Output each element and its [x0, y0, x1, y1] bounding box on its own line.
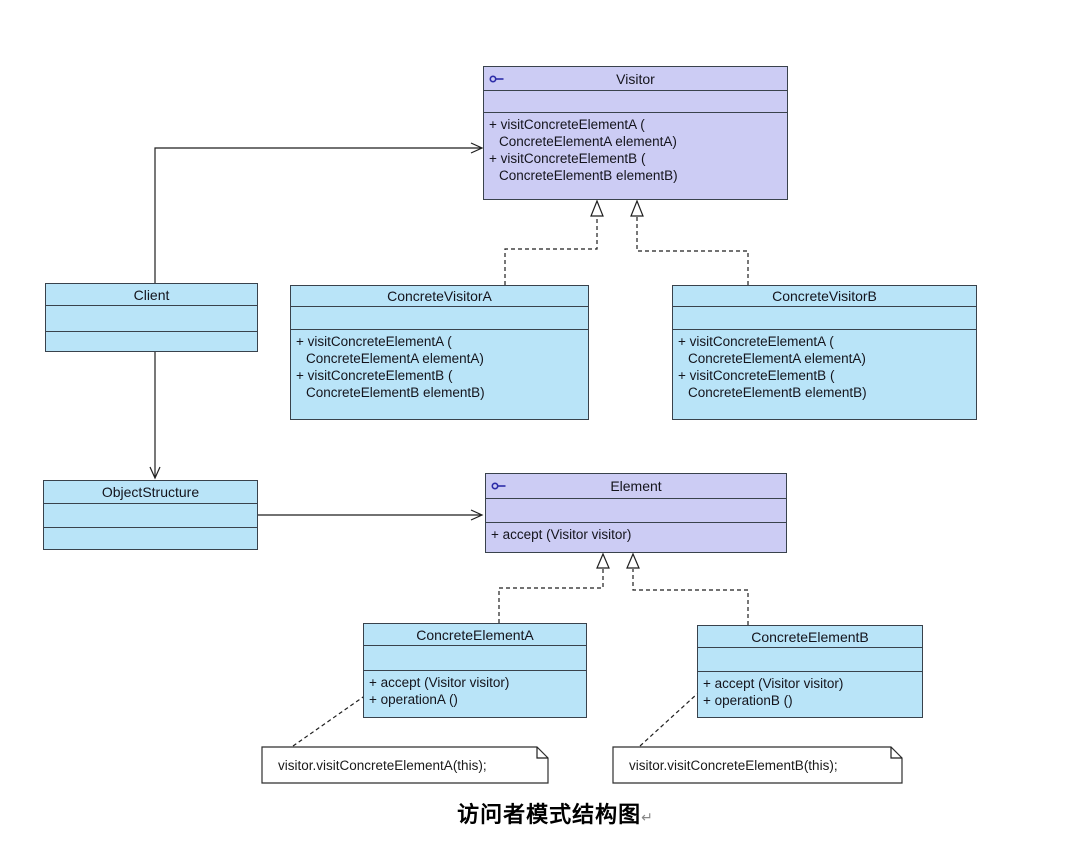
- class-title: Element: [610, 478, 662, 494]
- attributes-compartment: [673, 307, 976, 330]
- edge-note-b-anchor: [639, 693, 698, 747]
- class-title: ConcreteElementA: [416, 626, 534, 643]
- note-a: visitor.visitConcreteElementA(this);: [278, 757, 487, 773]
- class-box-objectstructure: ObjectStructure: [43, 480, 258, 550]
- diagram-caption: 访问者模式结构图↵: [380, 797, 730, 829]
- note-b-fold-corner: [890, 747, 902, 759]
- class-header: Client: [46, 284, 257, 306]
- class-header: ObjectStructure: [44, 481, 257, 504]
- note-b: visitor.visitConcreteElementB(this);: [629, 757, 838, 773]
- note-b-shape: [612, 746, 903, 784]
- class-box-concreteelementb: ConcreteElementB + accept (Visitor visit…: [697, 625, 923, 718]
- method-line: + accept (Visitor visitor): [369, 675, 510, 690]
- methods-compartment: [46, 332, 257, 335]
- class-header: Element: [486, 474, 786, 499]
- method-line: ConcreteElementB elementB): [306, 385, 485, 400]
- open-arrowhead: [149, 466, 161, 480]
- method-line: + visitConcreteElementA (: [296, 334, 452, 349]
- method-line: + visitConcreteElementB (: [678, 368, 835, 383]
- method-line: + accept (Visitor visitor): [491, 527, 632, 542]
- attributes-compartment: [698, 648, 922, 672]
- class-title: ConcreteVisitorA: [387, 288, 492, 304]
- class-header: ConcreteElementA: [364, 624, 586, 646]
- class-title: ConcreteElementB: [751, 628, 869, 645]
- hollow-triangle-arrowhead: [626, 552, 640, 569]
- class-box-visitor: Visitor + visitConcreteElementA ( Concre…: [483, 66, 788, 200]
- method-line: ConcreteElementB elementB): [688, 385, 867, 400]
- hollow-triangle-arrowhead: [596, 552, 610, 569]
- paragraph-return-mark: ↵: [641, 809, 653, 825]
- attributes-compartment: [46, 306, 257, 332]
- open-arrowhead: [470, 509, 484, 521]
- method-line: ConcreteElementA elementA): [306, 351, 484, 366]
- methods-compartment: + visitConcreteElementA ( ConcreteElemen…: [484, 113, 787, 184]
- class-header: ConcreteElementB: [698, 626, 922, 648]
- edge-client-visitor: [154, 147, 481, 283]
- class-header: ConcreteVisitorB: [673, 286, 976, 307]
- class-box-concreteelementa: ConcreteElementA + accept (Visitor visit…: [363, 623, 587, 718]
- method-line: + visitConcreteElementA (: [489, 117, 645, 132]
- caption-text: 访问者模式结构图: [457, 802, 642, 827]
- attributes-compartment: [484, 91, 787, 113]
- class-box-concretevisitorb: ConcreteVisitorB + visitConcreteElementA…: [672, 285, 977, 420]
- class-title: ObjectStructure: [101, 484, 200, 500]
- edge-concretevisitorb-visitor: [636, 217, 749, 285]
- hollow-triangle-arrowhead: [630, 199, 644, 217]
- edge-concretevisitora-visitor: [504, 217, 598, 285]
- attributes-compartment: [486, 499, 786, 523]
- class-title: ConcreteVisitorB: [772, 288, 877, 304]
- methods-compartment: + visitConcreteElementA ( ConcreteElemen…: [291, 330, 588, 401]
- note-a-fold-corner: [536, 747, 548, 759]
- edge-note-a-anchor: [292, 694, 367, 747]
- method-line: + operationB (): [703, 693, 793, 708]
- open-arrowhead: [470, 142, 484, 154]
- attributes-compartment: [291, 307, 588, 330]
- attributes-compartment: [364, 646, 586, 671]
- class-title: Visitor: [616, 70, 655, 87]
- method-line: + accept (Visitor visitor): [703, 676, 844, 691]
- methods-compartment: + accept (Visitor visitor) + operationA …: [364, 671, 586, 708]
- method-line: + visitConcreteElementB (: [296, 368, 453, 383]
- method-line: ConcreteElementA elementA): [499, 134, 677, 149]
- method-line: ConcreteElementB elementB): [499, 168, 678, 183]
- methods-compartment: [44, 528, 257, 531]
- class-box-client: Client: [45, 283, 258, 352]
- attributes-compartment: [44, 504, 257, 528]
- methods-compartment: + accept (Visitor visitor): [486, 523, 786, 543]
- interface-key-icon: [489, 74, 505, 83]
- method-line: + visitConcreteElementA (: [678, 334, 834, 349]
- class-box-concretevisitora: ConcreteVisitorA + visitConcreteElementA…: [290, 285, 589, 420]
- class-header: ConcreteVisitorA: [291, 286, 588, 307]
- interface-key-icon: [491, 482, 507, 491]
- class-box-element: Element + accept (Visitor visitor): [485, 473, 787, 553]
- edge-concreteelementa-element: [498, 569, 604, 623]
- class-title: Client: [133, 286, 170, 303]
- note-a-shape: [261, 746, 549, 784]
- hollow-triangle-arrowhead: [590, 199, 604, 217]
- method-line: ConcreteElementA elementA): [688, 351, 866, 366]
- edge-concreteelementb-element: [632, 569, 749, 625]
- method-line: + visitConcreteElementB (: [489, 151, 646, 166]
- class-header: Visitor: [484, 67, 787, 91]
- method-line: + operationA (): [369, 692, 458, 707]
- methods-compartment: + visitConcreteElementA ( ConcreteElemen…: [673, 330, 976, 401]
- methods-compartment: + accept (Visitor visitor) + operationB …: [698, 672, 922, 709]
